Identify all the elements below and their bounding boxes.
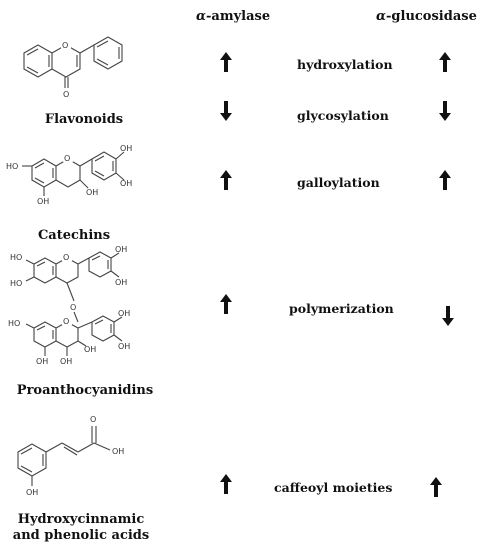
arrow-up-icon	[439, 52, 451, 72]
atom-label: O	[90, 415, 96, 424]
atom-label: OH	[120, 179, 132, 188]
atom-label: OH	[60, 357, 72, 366]
atom-label: OH	[118, 342, 130, 351]
atom-label: HO	[10, 279, 22, 288]
atom-label: OH	[37, 197, 49, 206]
atom-label: O	[63, 317, 69, 326]
compound-catechins: Catechins	[37, 228, 111, 243]
arrow-up-icon	[220, 170, 232, 190]
compound-hydroxycinnamic-line2: and phenolic acids	[12, 528, 150, 543]
arrow-up-icon	[220, 474, 232, 494]
atom-label: OH	[86, 188, 98, 197]
modification-glycosylation: glycosylation	[297, 108, 389, 123]
header-alpha-glucosidase: α-glucosidase	[376, 9, 477, 24]
atom-label: OH	[115, 278, 127, 287]
hydroxycinnamic-acid-structure: O OH OH	[17, 415, 124, 497]
atom-label: HO	[10, 253, 22, 262]
arrow-up-icon	[439, 170, 451, 190]
atom-label: O	[70, 303, 76, 312]
header-alpha-glucosidase-text: -glucosidase	[386, 9, 477, 24]
modification-polymerization: polymerization	[289, 301, 394, 316]
header-alpha-glucosidase-greek: α	[376, 9, 387, 24]
atom-label: O	[63, 90, 69, 99]
atom-label: OH	[115, 245, 127, 254]
atom-label: OH	[120, 144, 132, 153]
arrow-down-icon	[439, 101, 451, 121]
arrow-down-icon	[442, 306, 454, 326]
flavone-structure: O O	[23, 36, 123, 99]
header-alpha-amylase-text: -amylase	[206, 9, 271, 24]
atom-label: O	[64, 154, 70, 163]
header-alpha-amylase-greek: α	[196, 9, 207, 24]
arrow-up-icon	[220, 294, 232, 314]
atom-label: OH	[118, 309, 130, 318]
compound-hydroxycinnamic-line1: Hydroxycinnamic	[17, 512, 145, 527]
atom-label: O	[63, 253, 69, 262]
atom-label: O	[62, 41, 68, 50]
catechin-structure: O OH OH OH HO OH	[6, 144, 132, 206]
atom-label: OH	[26, 488, 38, 497]
arrow-down-icon	[220, 101, 232, 121]
modification-caffeoyl-moieties: caffeoyl moieties	[274, 480, 393, 495]
atom-label: OH	[84, 345, 96, 354]
atom-label: OH	[36, 357, 48, 366]
compound-flavonoids: Flavonoids	[44, 112, 124, 127]
proanthocyanidin-structure: O OH OH HO HO O O OH OH HO OH OH OH	[8, 245, 130, 366]
arrow-up-icon	[220, 52, 232, 72]
compound-hydroxycinnamic: Hydroxycinnamic and phenolic acids	[6, 512, 156, 544]
arrow-up-icon	[430, 477, 442, 497]
atom-label: HO	[8, 319, 20, 328]
header-alpha-amylase: α-amylase	[196, 9, 270, 24]
modification-hydroxylation: hydroxylation	[297, 57, 393, 72]
compound-proanthocyanidins: Proanthocyanidins	[16, 383, 154, 398]
atom-label: OH	[112, 447, 124, 456]
modification-galloylation: galloylation	[297, 175, 380, 190]
atom-label: HO	[6, 162, 18, 171]
